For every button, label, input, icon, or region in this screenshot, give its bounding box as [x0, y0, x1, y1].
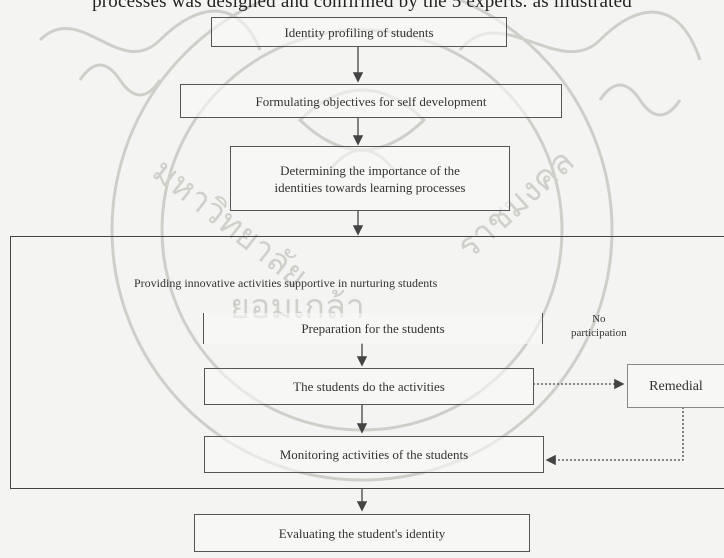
step-identity-profiling: Identity profiling of students — [211, 17, 507, 47]
step-determining-importance-line1: Determining the importance of the — [280, 162, 460, 178]
no-participation-line2: participation — [571, 327, 627, 339]
group-title: Providing innovative activities supporti… — [134, 276, 438, 290]
step-monitoring: Monitoring activities of the students — [204, 436, 544, 473]
step-monitoring-label: Monitoring activities of the students — [279, 447, 469, 462]
no-participation-label: No participation — [571, 312, 627, 340]
step-evaluating-identity-label: Evaluating the student's identity — [278, 525, 446, 541]
innovative-activities-group — [10, 236, 724, 489]
step-identity-profiling-label: Identity profiling of students — [284, 24, 434, 40]
step-determining-importance-line2: identities towards learning processes — [274, 179, 466, 195]
step-evaluating-identity: Evaluating the student's identity — [194, 514, 530, 552]
no-participation-line1: No — [592, 313, 606, 325]
remedial-box: Remedial — [627, 364, 724, 408]
step-preparation: Preparation for the students — [203, 313, 543, 344]
step-preparation-label: Preparation for the students — [301, 321, 445, 336]
remedial-label: Remedial — [649, 378, 703, 394]
step-students-do-activities: The students do the activities — [204, 368, 534, 405]
step-formulating-objectives-label: Formulating objectives for self developm… — [255, 93, 487, 109]
header-text: processes was designed and confirmed by … — [92, 0, 632, 12]
step-students-do-activities-label: The students do the activities — [293, 379, 445, 394]
step-determining-importance: Determining the importance of the identi… — [230, 146, 510, 211]
step-formulating-objectives: Formulating objectives for self developm… — [180, 84, 562, 118]
